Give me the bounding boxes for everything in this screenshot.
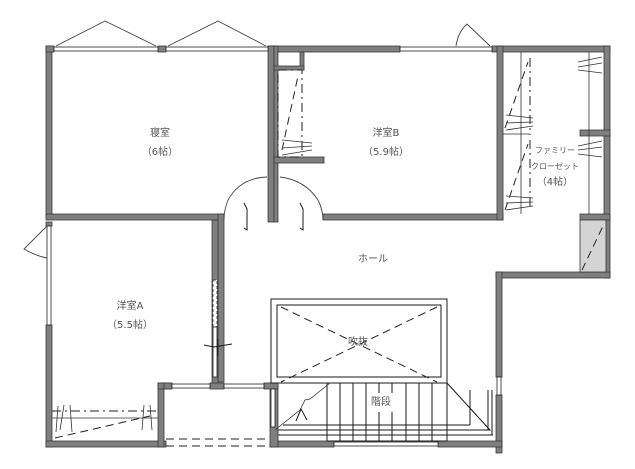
room-label-western-room-b: 洋室B （5.9帖） — [363, 124, 409, 162]
room-name: 洋室B — [372, 128, 400, 139]
room-label-void: 吹抜 — [348, 333, 368, 352]
windows — [46, 46, 502, 447]
closet-fittings — [52, 52, 603, 447]
exterior-walls — [45, 45, 611, 454]
room-label-stairs: 階段 — [369, 393, 393, 412]
room-size: （5.9帖） — [363, 147, 409, 158]
room-size: （5.5帖） — [107, 320, 153, 331]
room-name-line2: クローゼット — [531, 162, 579, 171]
room-name: 寝室 — [150, 128, 170, 139]
room-name: 吹抜 — [348, 337, 368, 348]
room-name: 洋室A — [116, 301, 144, 312]
room-label-family-closet: ファミリー クローゼット （4帖） — [531, 143, 579, 191]
stairs — [274, 382, 493, 442]
room-size: （6帖） — [141, 147, 179, 158]
room-size: （4帖） — [536, 177, 574, 188]
room-label-hall: ホール — [358, 250, 388, 269]
interior-walls — [45, 45, 611, 390]
room-label-western-room-a: 洋室A （5.5帖） — [107, 297, 153, 335]
door-swings — [23, 20, 491, 356]
room-label-bedroom: 寝室 （6帖） — [142, 124, 178, 162]
room-name-line1: ファミリー — [535, 146, 575, 155]
room-name: ホール — [358, 254, 388, 265]
room-name: 階段 — [371, 397, 391, 408]
